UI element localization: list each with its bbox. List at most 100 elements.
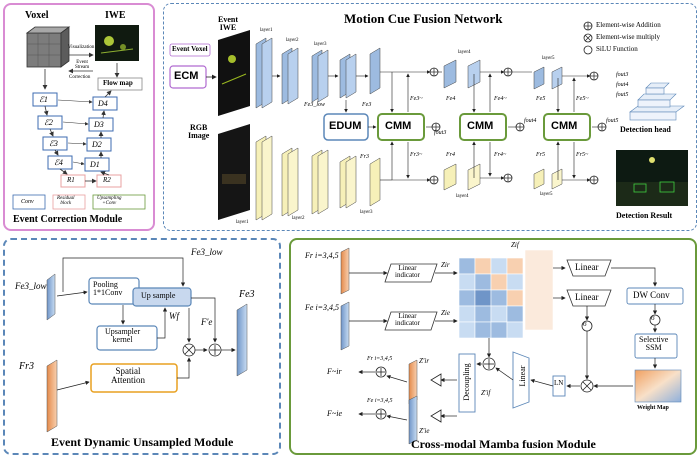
feat-fe5-tilde: Fe5~	[576, 96, 589, 102]
voxel-cube-icon	[25, 26, 71, 68]
legend-residual: Residual block	[57, 196, 75, 206]
layer4-top: layer4	[458, 50, 471, 55]
feat-fr4-tilde: Fr4~	[494, 152, 507, 158]
rgb-backbone-layers	[255, 135, 563, 221]
layer4-bottom: layer4	[456, 194, 469, 199]
event-voxel-box	[169, 43, 211, 57]
feat-fe5: Fe5	[536, 96, 546, 102]
correction-label: Correction	[69, 75, 91, 80]
sigma-label-2: σ	[651, 314, 655, 322]
legend-addition: Element-wise Addition	[596, 21, 661, 29]
decoder-1: D1	[90, 160, 100, 169]
weight-map-label: Weight Map	[637, 405, 669, 411]
ecm-title: Event Correction Module	[13, 214, 123, 225]
fe3-low-tensor	[46, 273, 56, 321]
linear-vertical-label: Linear	[518, 365, 527, 387]
fr-in-label: Fr i=3,4,5	[305, 251, 339, 260]
fr3-label: Fr3	[19, 361, 34, 372]
linear-indicator-2	[384, 311, 438, 331]
ze-prime-tensor	[408, 395, 418, 445]
fe-in-label: Fe i=3,4,5	[305, 303, 340, 312]
selective-ssm-box	[634, 333, 678, 359]
feat-fe4-tilde: Fe4~	[494, 96, 507, 102]
feat-fr3-tilde: Fr3~	[410, 152, 423, 158]
spatial-attention-label: Spatial Attention	[111, 366, 145, 385]
rgb-image	[218, 124, 250, 220]
voxel-label: Voxel	[25, 10, 49, 21]
pooling-label: Pooling 1*1Conv	[93, 280, 123, 297]
decoder-3: D3	[94, 120, 104, 129]
selective-ssm-label: Selective SSM	[639, 335, 669, 352]
residual-2: R2	[103, 176, 111, 184]
iwe-image	[95, 25, 139, 61]
mcfn-drawing	[169, 21, 688, 221]
output-arrow-2	[430, 409, 442, 423]
encoder-1: ℰ1	[39, 95, 48, 104]
zf-prime-label: Z'if	[481, 389, 491, 397]
layer5-bottom: layer5	[540, 192, 553, 197]
linear-label-1: Linear	[575, 262, 599, 272]
feat-fout5: fout5	[606, 118, 619, 124]
legend-multiply: Element-wise multiply	[596, 33, 660, 41]
encoder-2: ℰ2	[44, 118, 53, 127]
legend-silu: SiLU Function	[596, 45, 638, 53]
token-grid	[458, 249, 554, 339]
weight-map	[634, 369, 682, 403]
linear-vertical-box	[512, 351, 530, 409]
dw-conv-label: DW Conv	[633, 290, 670, 300]
layer5-top: layer5	[542, 56, 555, 61]
layer3-top: layer3	[314, 42, 327, 47]
feat-fr5-tilde: Fr5~	[576, 152, 589, 158]
legend-conv-box	[12, 194, 46, 210]
zf-label: Zif	[511, 241, 519, 249]
decoupling-box	[458, 353, 476, 413]
fout4-label: fout4	[616, 82, 629, 88]
event-voxel-label: Event Voxel	[172, 45, 208, 53]
linear-indicator-label-1: Linear indicator	[395, 264, 420, 279]
residual-1: R1	[67, 176, 75, 184]
legend-upsampling: Upsampling +Conv	[97, 196, 122, 206]
feat-fout3: fout3	[434, 130, 447, 136]
legend-conv: Conv	[21, 199, 34, 205]
fe3-output-tensor	[236, 303, 248, 377]
sigma-label-1: σ	[583, 320, 587, 328]
fe-small-label: Fe i=3,4,5	[367, 398, 393, 404]
upsample-box	[132, 287, 192, 307]
decoder-2: D2	[92, 140, 102, 149]
cmm-label-1: CMM	[385, 120, 412, 132]
fe-out-label: F~ie	[327, 409, 342, 418]
feat-fe3: Fe3	[362, 102, 372, 108]
ze-label: Zie	[441, 309, 450, 317]
detection-head-label: Detection head	[620, 125, 671, 134]
cmm-label-3: CMM	[551, 120, 578, 132]
event-correction-panel: Voxel IWE Visualization Event Stream Cor…	[3, 3, 155, 231]
legend-residual-box	[52, 194, 86, 210]
iwe-label: IWE	[105, 10, 126, 21]
event-iwe-label: Event IWE	[218, 15, 238, 32]
edum-title: Event Dynamic Unsampled Module	[51, 435, 234, 449]
fr3-tensor	[46, 359, 58, 433]
detection-result-label: Detection Result	[616, 211, 673, 220]
cmm-panel: Fr i=3,4,5 Fe i=3,4,5 Linear indicator L…	[289, 238, 697, 455]
linear-box-1	[566, 259, 612, 277]
encoder-decoder-stack	[32, 90, 122, 188]
cmm-label-2: CMM	[467, 120, 494, 132]
encoder-4: ℰ4	[54, 158, 63, 167]
layer2-top: layer2	[286, 38, 299, 43]
fe3-low-label: Fe3_low	[15, 281, 47, 291]
event-stream-label: Event Stream	[75, 60, 90, 70]
edum-drawing	[46, 257, 248, 433]
layer1-bottom: layer1	[236, 220, 249, 225]
edum-label: EDUM	[329, 120, 362, 132]
linear-label-2: Linear	[575, 292, 599, 302]
linear-box-2	[566, 289, 612, 307]
layer1-top: layer1	[260, 28, 273, 33]
fr-input-tensor	[340, 247, 350, 295]
feat-fe3-tilde: Fe3~	[410, 96, 423, 102]
cmm-box-3	[543, 113, 591, 141]
cmm-box-2	[459, 113, 507, 141]
event-backbone-layers	[255, 37, 563, 109]
fout3-label: fout3	[616, 72, 629, 78]
ecm-label: ECM	[174, 70, 199, 82]
zr-label: Zir	[441, 261, 450, 269]
